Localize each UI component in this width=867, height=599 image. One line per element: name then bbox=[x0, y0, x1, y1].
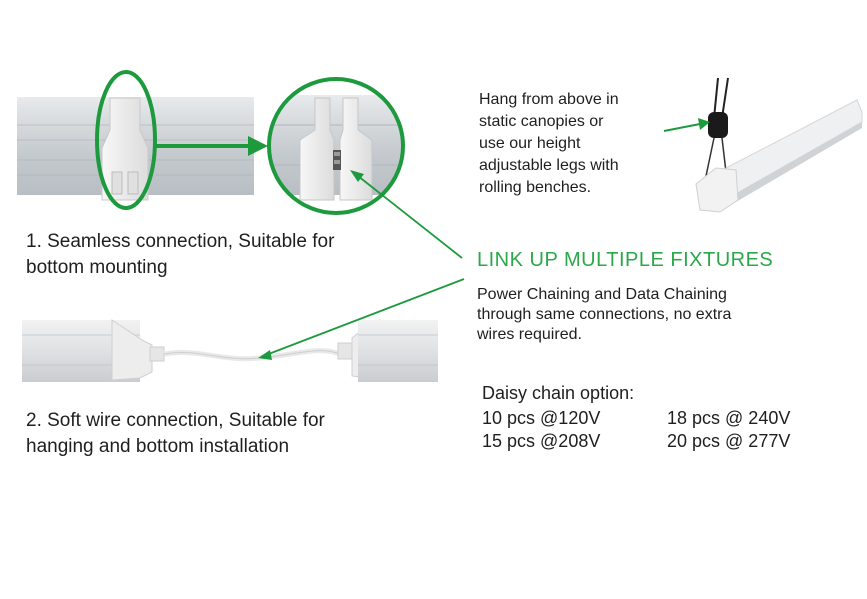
link-up-line: wires required. bbox=[477, 326, 582, 343]
soft-wire-caption-line2: hanging and bottom installation bbox=[26, 436, 290, 457]
link-up-line: Power Chaining and Data Chaining bbox=[477, 286, 727, 303]
daisy-chain-row: 10 pcs @120V 18 pcs @ 240V bbox=[482, 407, 790, 429]
soft-wire-caption-line1: 2. Soft wire connection, Suitable for bbox=[26, 410, 325, 431]
connect-arrow-head bbox=[248, 136, 268, 156]
link-up-line: through same connections, no extra bbox=[477, 306, 732, 323]
hang-line: use our height bbox=[479, 135, 581, 152]
link-up-heading: LINK UP MULTIPLE FIXTURES bbox=[477, 249, 774, 271]
hang-line: Hang from above in bbox=[479, 91, 619, 108]
highlight-ellipse bbox=[95, 70, 157, 210]
seamless-caption-line2: bottom mounting bbox=[26, 257, 168, 278]
hang-line: rolling benches. bbox=[479, 179, 592, 196]
daisy-chain-title: Daisy chain option: bbox=[482, 383, 635, 403]
link-arrow-2-head bbox=[258, 350, 272, 360]
link-arrow-1-line bbox=[357, 175, 463, 259]
zoom-detail-circle bbox=[267, 77, 405, 215]
hanging-fixture-photo bbox=[695, 77, 863, 213]
daisy-chain-row: 15 pcs @208V 20 pcs @ 277V bbox=[482, 430, 790, 452]
hang-arrow-line bbox=[663, 123, 701, 132]
daisy-chain-option: 20 pcs @ 277V bbox=[667, 431, 791, 451]
link-arrow-2-line bbox=[265, 278, 465, 356]
seamless-caption-line1: 1. Seamless connection, Suitable for bbox=[26, 231, 335, 252]
daisy-chain-option: 10 pcs @120V bbox=[482, 408, 601, 428]
daisy-chain-option: 15 pcs @208V bbox=[482, 431, 601, 451]
link-up-body: Power Chaining and Data Chaining through… bbox=[477, 285, 731, 345]
hang-line: adjustable legs with bbox=[479, 157, 619, 174]
soft-wire-connection-photo bbox=[22, 319, 438, 382]
link-arrow-1-head bbox=[350, 170, 364, 182]
hang-line: static canopies or bbox=[479, 113, 604, 130]
hang-arrow-head bbox=[698, 118, 710, 130]
hang-description: Hang from above in static canopies or us… bbox=[479, 89, 619, 199]
daisy-chain-option: 18 pcs @ 240V bbox=[667, 408, 791, 428]
seamless-connection-photo bbox=[17, 70, 254, 210]
